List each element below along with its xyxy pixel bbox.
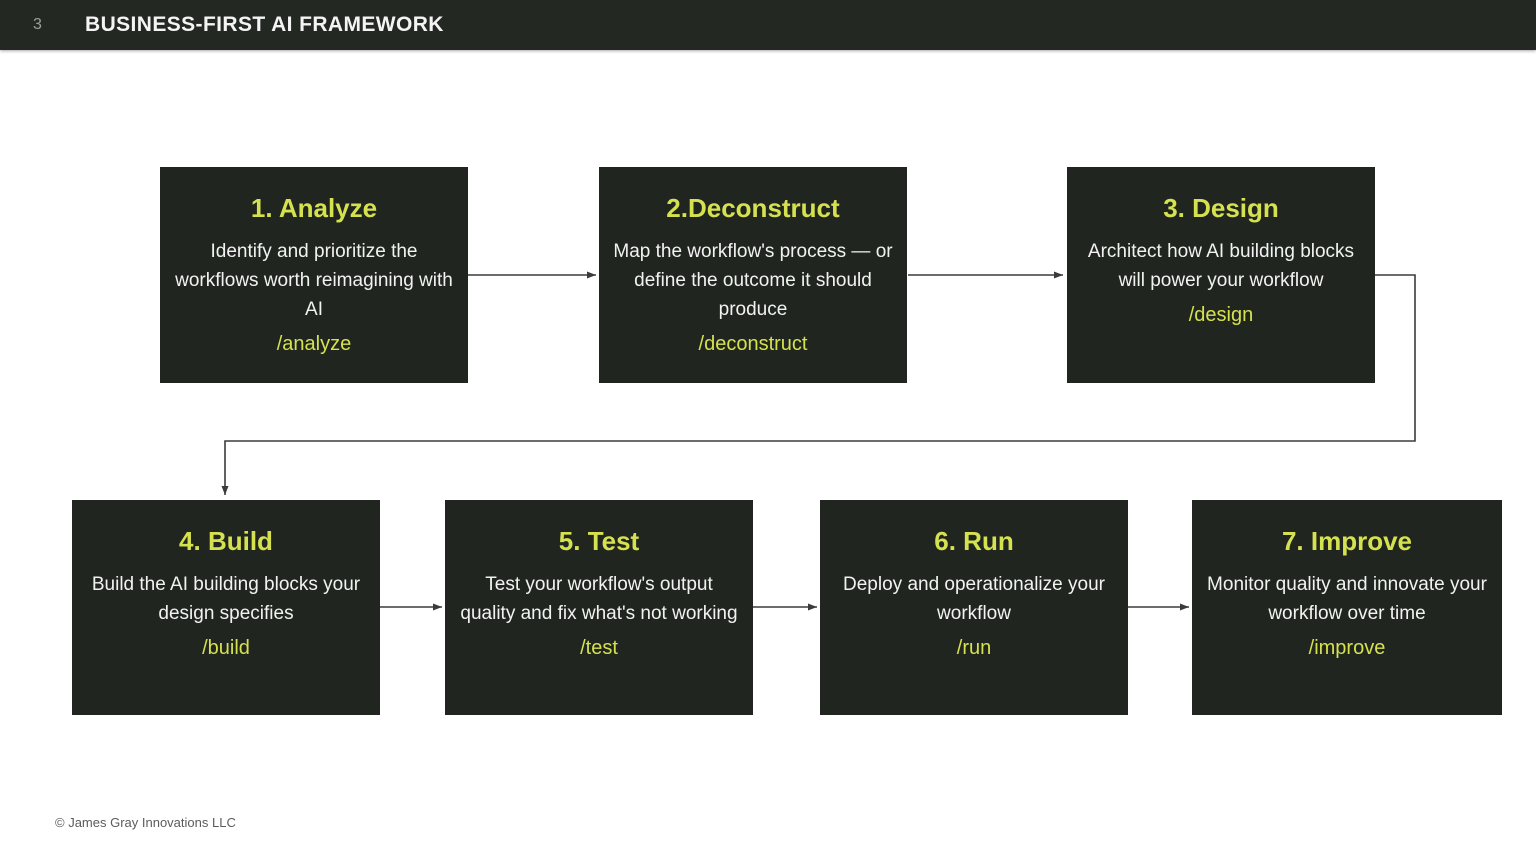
step-box-run: 6. Run Deploy and operationalize your wo…: [820, 500, 1128, 715]
step-command: /deconstruct: [698, 333, 808, 356]
step-title: 2.Deconstruct: [666, 193, 840, 223]
step-title: 3. Design: [1163, 193, 1279, 223]
step-description: Monitor quality and innovate your workfl…: [1207, 574, 1487, 625]
step-box-build: 4. Build Build the AI building blocks yo…: [72, 500, 380, 715]
step-description: Test your workflow's output quality and …: [460, 574, 738, 625]
step-title: 4. Build: [179, 526, 273, 556]
step-title: 5. Test: [558, 526, 640, 556]
step-box-improve: 7. Improve Monitor quality and innovate …: [1192, 500, 1502, 715]
step-box-design: 3. Design Architect how AI building bloc…: [1067, 167, 1375, 383]
step-command: /improve: [1308, 637, 1386, 660]
step-title: 7. Improve: [1281, 526, 1413, 556]
step-box-analyze: 1. Analyze Identify and prioritize the w…: [160, 167, 468, 383]
copyright-text: © James Gray Innovations LLC: [55, 815, 236, 830]
header-bar: 3 BUSINESS-FIRST AI FRAMEWORK: [0, 0, 1536, 50]
step-box-test: 5. Test Test your workflow's output qual…: [445, 500, 753, 715]
step-command: /test: [580, 637, 618, 660]
step-command: /run: [956, 637, 992, 660]
step-command: /build: [202, 637, 250, 660]
step-command: /analyze: [276, 333, 352, 356]
page-title: BUSINESS-FIRST AI FRAMEWORK: [85, 13, 444, 36]
step-description: Map the workflow's process — or define t…: [613, 241, 893, 321]
step-description: Identify and prioritize the workflows wo…: [175, 241, 453, 321]
step-command: /design: [1188, 304, 1254, 327]
step-title: 6. Run: [934, 526, 1014, 556]
step-description: Deploy and operationalize your workflow: [843, 574, 1105, 625]
slide-number: 3: [33, 16, 42, 33]
step-description: Build the AI building blocks your design…: [91, 574, 361, 625]
step-box-deconstruct: 2.Deconstruct Map the workflow's process…: [599, 167, 907, 383]
step-title: 1. Analyze: [250, 193, 378, 223]
step-description: Architect how AI building blocks will po…: [1087, 241, 1355, 292]
